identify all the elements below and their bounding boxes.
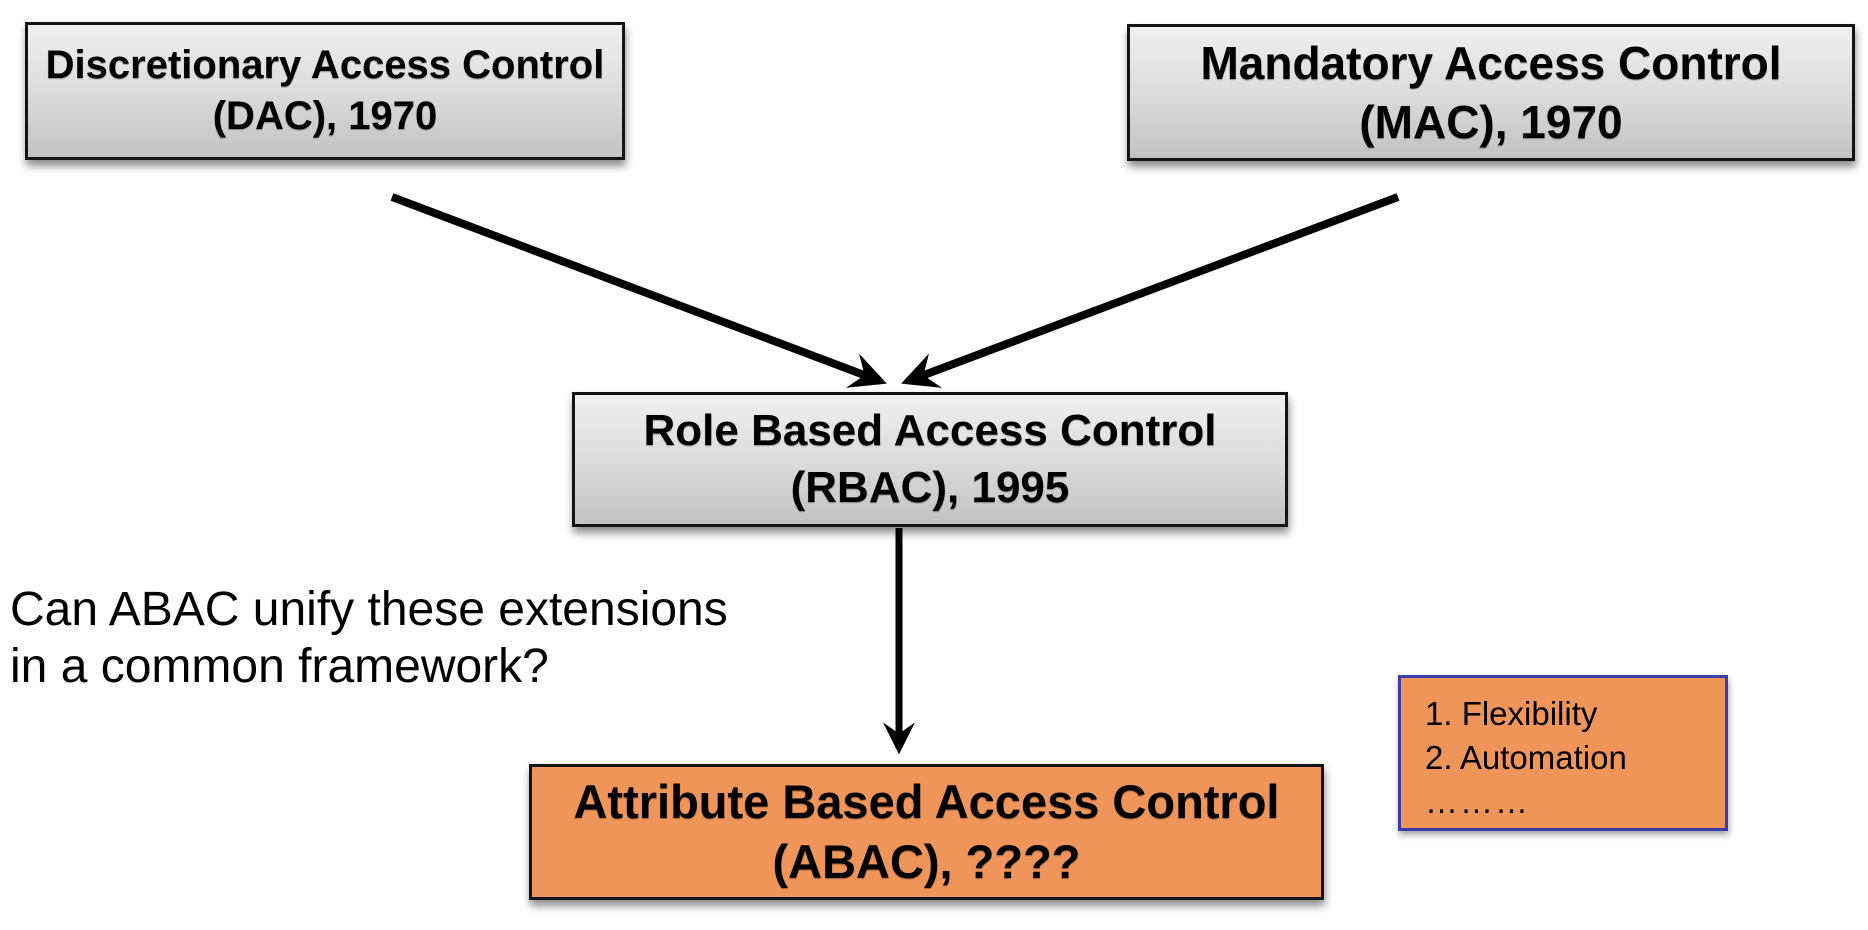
question-annotation: Can ABAC unify these extensions in a com…	[10, 582, 728, 695]
benefit-item-flexibility: 1. Flexibility	[1425, 695, 1598, 732]
abac-label-line1: Attribute Based Access Control	[573, 774, 1280, 828]
dac-label-line2: (DAC), 1970	[212, 94, 438, 138]
mac-node: Mandatory Access Control (MAC), 1970	[1127, 24, 1855, 161]
question-line2: in a common framework?	[10, 639, 549, 693]
benefit-item-ellipsis: ………	[1425, 783, 1530, 820]
question-line1: Can ABAC unify these extensions	[10, 583, 728, 636]
arrow-mac-to-rbac	[901, 193, 1400, 388]
mac-label-line2: (MAC), 1970	[1359, 95, 1623, 148]
benefit-item-automation: 2. Automation	[1425, 739, 1627, 776]
mac-label-line1: Mandatory Access Control	[1200, 36, 1782, 89]
arrow-dac-to-rbac	[390, 193, 887, 388]
abac-label-line2: (ABAC), ????	[772, 835, 1081, 888]
rbac-label-line2: (RBAC), 1995	[790, 462, 1070, 512]
dac-label-line1: Discretionary Access Control	[45, 42, 605, 87]
rbac-node: Role Based Access Control (RBAC), 1995	[572, 392, 1288, 527]
dac-node: Discretionary Access Control (DAC), 1970	[25, 22, 625, 160]
abac-node: Attribute Based Access Control (ABAC), ?…	[529, 764, 1324, 900]
benefits-callout: 1. Flexibility 2. Automation ………	[1398, 675, 1728, 831]
rbac-label-line1: Role Based Access Control	[643, 406, 1217, 456]
